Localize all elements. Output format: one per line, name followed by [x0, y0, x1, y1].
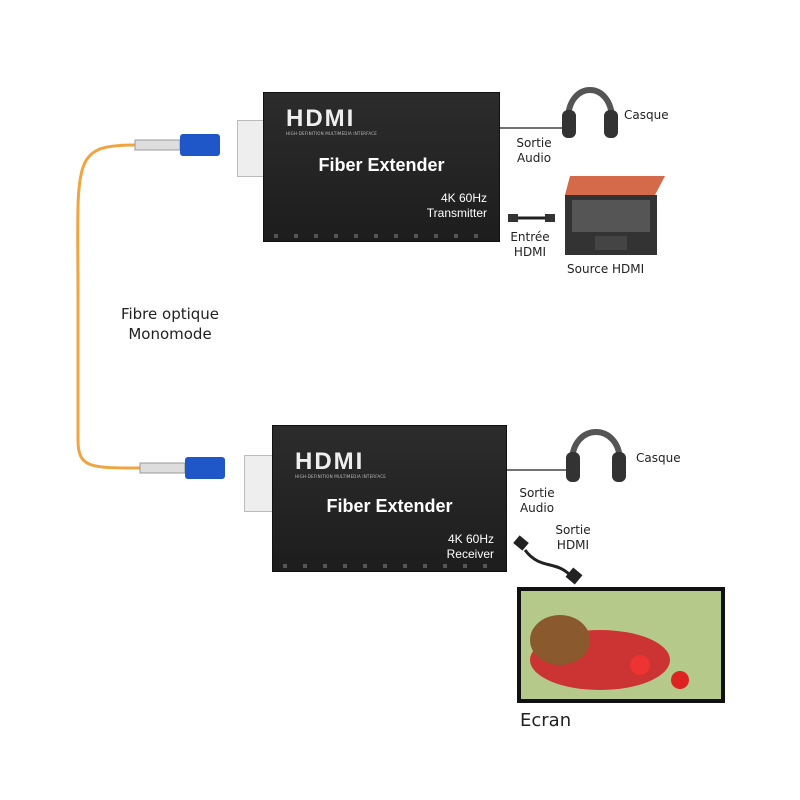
headphones-label-bottom: Casque [636, 451, 681, 465]
headphones-label-top: Casque [624, 108, 669, 122]
device-title: Fiber Extender [318, 155, 445, 175]
vents [274, 234, 489, 238]
hdmi-logo: HDMI [295, 448, 365, 475]
headphones-top-icon [562, 87, 618, 138]
lc-connector-bottom-icon [139, 457, 225, 479]
hdmi-cable-bottom-icon [513, 535, 583, 585]
lc-connector-top-icon [134, 134, 220, 156]
source-label: Source HDMI [567, 262, 645, 276]
transmitter-device: HDMI HIGH-DEFINITION MULTIMEDIA INTERFAC… [263, 92, 500, 242]
headphones-bottom-icon [566, 429, 626, 482]
receiver-device: HDMI HIGH-DEFINITION MULTIMEDIA INTERFAC… [272, 425, 507, 572]
device-title: Fiber Extender [326, 496, 453, 516]
hdmi-tagline: HIGH-DEFINITION MULTIMEDIA INTERFACE [286, 131, 378, 136]
fibre-cable [76, 143, 141, 470]
vents [283, 564, 496, 568]
laptop-icon [565, 176, 665, 255]
hdmi-logo: HDMI [286, 105, 356, 132]
screen-label: Ecran [520, 710, 572, 731]
screen-icon [517, 587, 725, 703]
hdmi-cable-top-icon [508, 214, 555, 222]
hdmi-tagline: HIGH-DEFINITION MULTIMEDIA INTERFACE [295, 474, 387, 479]
sfp-port-transmitter [237, 120, 267, 177]
